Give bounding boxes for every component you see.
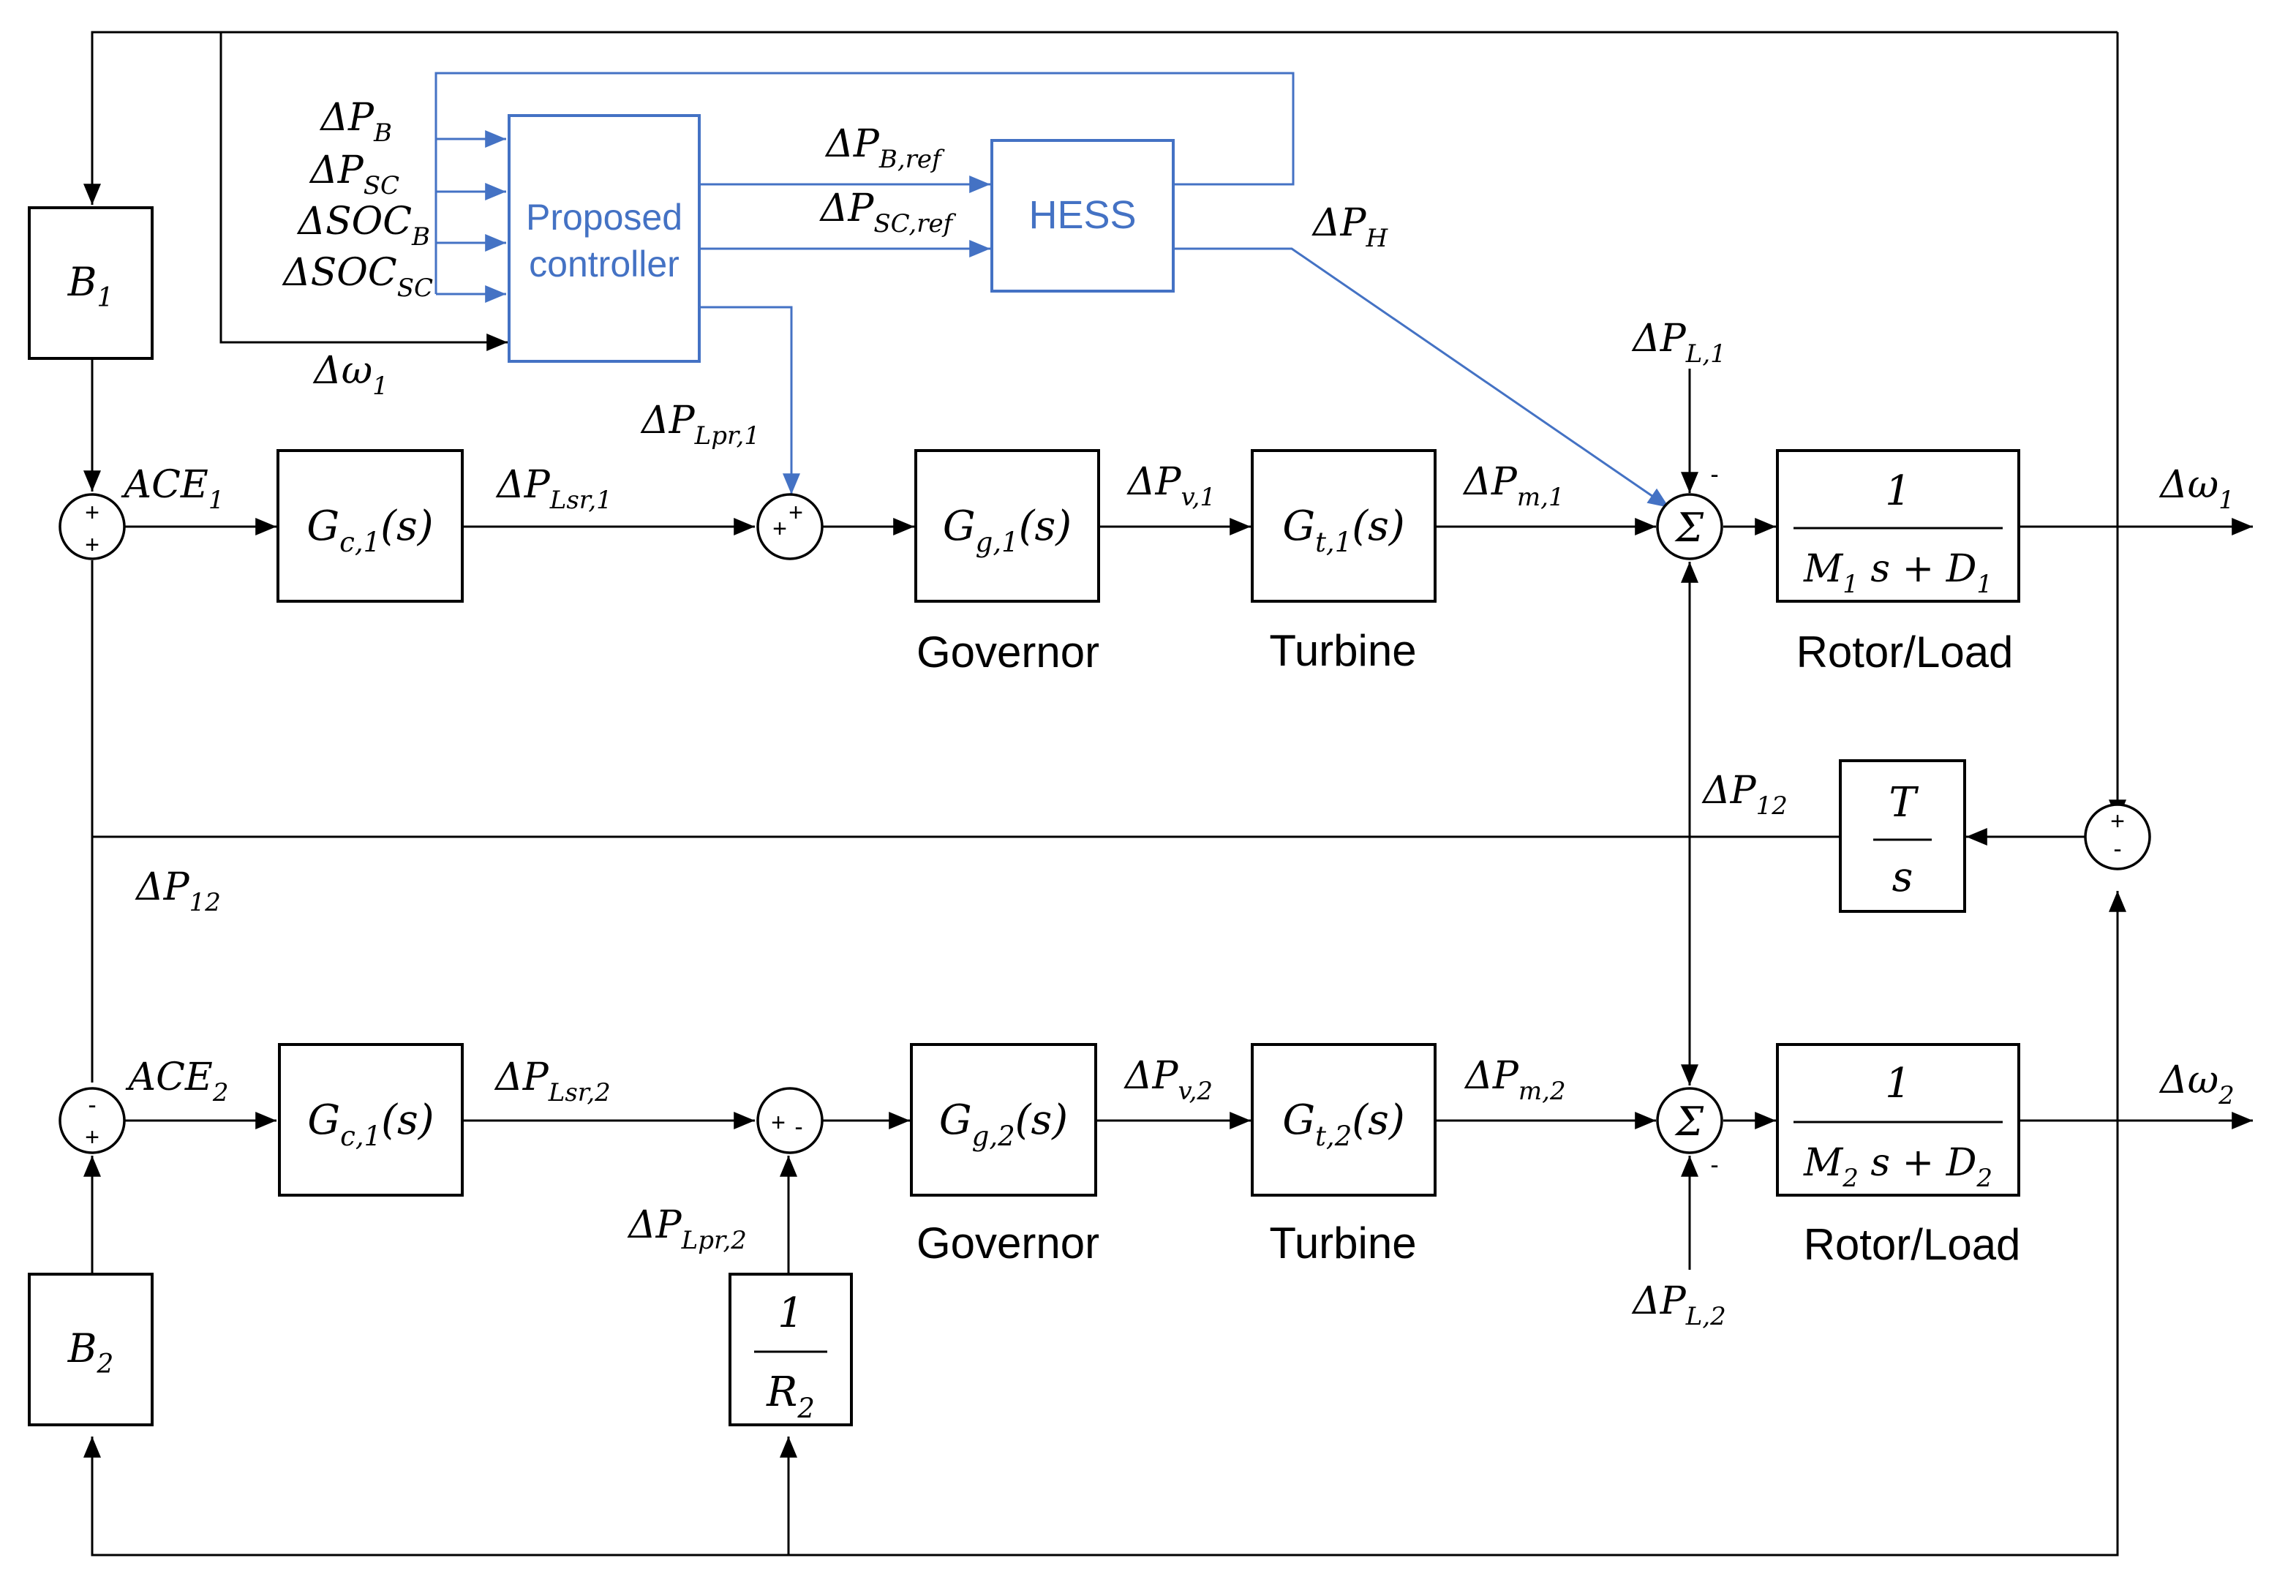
droop-numerator: 1 [778, 1290, 804, 1337]
b2-label: B2​ [67, 1325, 114, 1379]
sum-junction-lpr2: + - [756, 1087, 824, 1154]
rotor1-numerator: 1 [1885, 467, 1911, 515]
tie-denominator: s [1892, 854, 1913, 901]
gg1-label: Gg,1(s) [943, 502, 1072, 558]
caption-governor-2: Governor [916, 1219, 1099, 1268]
caption-rotor-1: Rotor/Load [1796, 628, 2014, 677]
label-dsocsc: ΔSOCSC​ [282, 251, 433, 303]
hess-label: HESS [1028, 193, 1136, 237]
label-dpscref: ΔPSC,ref​ [819, 187, 957, 238]
block-b1: B1​ [28, 206, 154, 360]
label-dw1-out: Δω1​ [2158, 463, 2235, 515]
label-dph: ΔPH​ [1311, 201, 1389, 253]
sigma1-symbol: Σ [1674, 505, 1704, 551]
gt1-label: Gt,1(s) [1282, 502, 1404, 558]
block-gc1-top: Gc,1(s) [276, 449, 464, 603]
block-gg1: Gg,1(s) [914, 449, 1100, 603]
label-dp12-right: ΔP12​ [1701, 769, 1788, 821]
label-ace2: ACE2​ [126, 1055, 229, 1107]
label-dpsc: ΔPSC​ [309, 148, 399, 200]
lpr1-sign-left: + [772, 515, 787, 543]
blue-wiring [434, 72, 1670, 509]
tie-sign-bottom: - [2113, 835, 2121, 863]
sum-junction-lpr1: + + [756, 493, 824, 560]
ace2-sign-top: - [88, 1091, 96, 1119]
label-dplsr1: ΔPLsr,1​ [495, 463, 612, 515]
block-b2: B2​ [28, 1273, 154, 1426]
rotor1-denominator: M1​ s + D1​ [1803, 547, 1992, 599]
controller-label-line2: controller [529, 244, 680, 285]
wire-plpr1 [699, 306, 800, 494]
wire-bottom-frame-to-b2 [83, 1121, 2119, 1557]
wire-top-frame-to-b1 [83, 31, 2118, 205]
black-wiring [83, 31, 2253, 1557]
label-dpv2: ΔPv,2​ [1123, 1054, 1213, 1106]
wire-dw1-to-controller [219, 32, 508, 351]
rotor2-numerator: 1 [1885, 1060, 1911, 1107]
label-dplpr2: ΔPLpr,2​ [627, 1203, 747, 1255]
label-dpl2: ΔPL,2​ [1631, 1279, 1726, 1331]
gg2-label: Gg,2(s) [939, 1096, 1068, 1152]
block-rotor1: 1 M1​ s + D1​ [1776, 449, 2020, 603]
block-rotor2: 1 M2​ s + D2​ [1776, 1043, 2020, 1197]
droop-denominator: R2​ [766, 1369, 815, 1424]
controller-label-line1: Proposed [526, 197, 682, 238]
sum-junction-sigma2: Σ - [1656, 1087, 1723, 1179]
block-droop-r2: 1 R2​ [729, 1273, 853, 1426]
block-gg2: Gg,2(s) [910, 1043, 1097, 1197]
wire-hess-feedback [434, 72, 1295, 294]
caption-turbine-1: Turbine [1269, 626, 1416, 675]
caption-rotor-2: Rotor/Load [1804, 1220, 2021, 1269]
sum-junction-ace1: + + [59, 493, 126, 560]
sum-junction-ace2: - + [59, 1087, 126, 1154]
label-dp12-left: ΔP12​ [135, 865, 221, 917]
label-dsocb: ΔSOCB​ [296, 200, 430, 252]
wire-ph-to-sigma1 [1173, 247, 1670, 509]
label-dpv1: ΔPv,1​ [1126, 460, 1216, 512]
label-dpbref: ΔPB,ref​ [824, 122, 945, 174]
sigma2-symbol: Σ [1674, 1099, 1704, 1145]
lpr1-sign-top: + [788, 499, 803, 527]
ace1-sign-top: + [85, 499, 99, 527]
sum-junction-sigma1: Σ - [1656, 461, 1723, 560]
block-proposed-controller: Proposed controller [508, 114, 701, 363]
ace2-sign-bottom: + [85, 1123, 99, 1151]
rotor2-denominator: M2​ s + D2​ [1803, 1141, 1992, 1193]
gc1-bottom-label: Gc,1(s) [307, 1096, 434, 1152]
gc1-top-label: Gc,1(s) [306, 502, 433, 558]
block-gt1: Gt,1(s) [1251, 449, 1437, 603]
label-dplpr1: ΔPLpr,1​ [640, 399, 760, 451]
gt2-label: Gt,2(s) [1282, 1096, 1404, 1152]
block-tie-ts: T s [1839, 759, 1966, 913]
sum-junction-tie: + - [2084, 803, 2151, 870]
b1-label: B1​ [67, 259, 114, 313]
label-dw1-in: Δω1​ [312, 349, 388, 401]
label-dpl1: ΔPL,1​ [1631, 317, 1726, 369]
label-ace1: ACE1​ [121, 463, 225, 515]
ace1-sign-bottom: + [85, 531, 99, 559]
label-dpb: ΔPB​ [319, 96, 392, 148]
label-dpm1: ΔPm,1​ [1462, 460, 1564, 512]
caption-governor-1: Governor [916, 628, 1099, 677]
label-dpm2: ΔPm,2​ [1464, 1054, 1565, 1106]
lpr2-sign-bottom: - [794, 1113, 802, 1141]
block-gt2: Gt,2(s) [1251, 1043, 1437, 1197]
label-dw2-out: Δω2​ [2158, 1058, 2235, 1110]
caption-turbine-2: Turbine [1269, 1219, 1416, 1268]
tie-sign-top: + [2110, 808, 2125, 835]
block-hess: HESS [990, 139, 1175, 293]
lpr2-sign-left: + [771, 1109, 786, 1137]
sigma2-sign-load: - [1710, 1151, 1718, 1179]
sigma1-sign-load: - [1710, 461, 1718, 489]
label-dplsr2: ΔPLsr,2​ [494, 1055, 611, 1107]
tie-numerator: T [1889, 779, 1919, 827]
block-gc1-bottom: Gc,1(s) [278, 1043, 464, 1197]
